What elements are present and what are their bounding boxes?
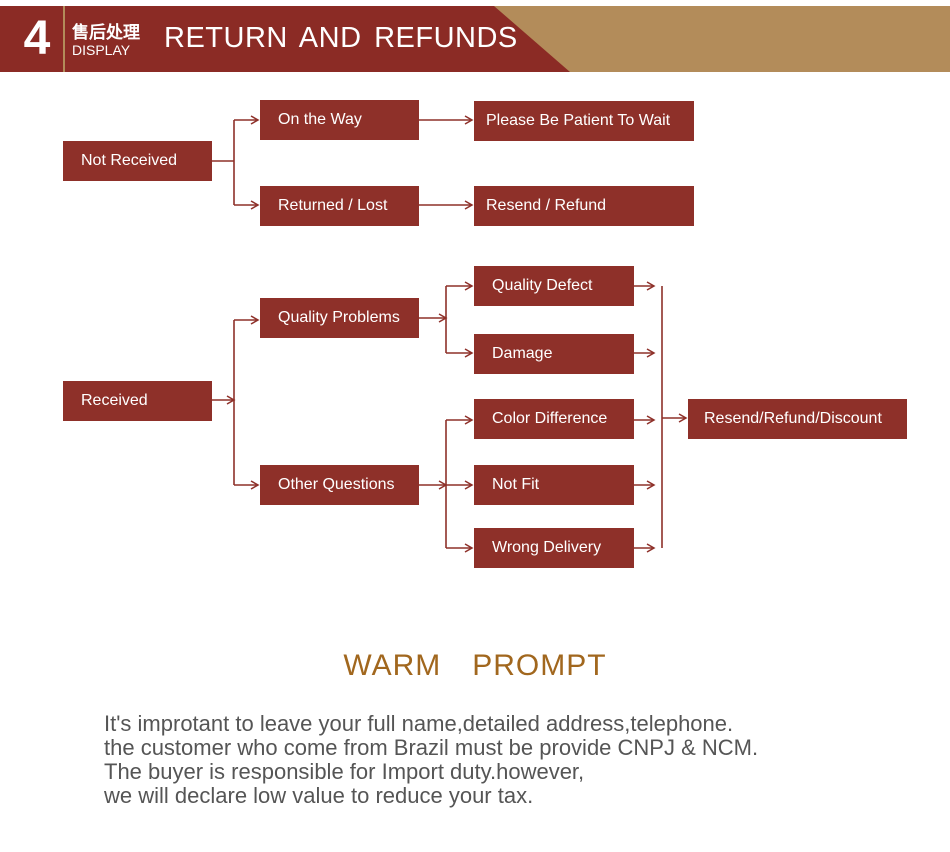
node-returned-lost: Returned / Lost bbox=[260, 186, 419, 226]
node-color-difference: Color Difference bbox=[474, 399, 634, 439]
node-not-received: Not Received bbox=[63, 141, 212, 181]
english-subtitle: DISPLAY bbox=[72, 42, 131, 58]
node-quality-problems: Quality Problems bbox=[260, 298, 419, 338]
node-received: Received bbox=[63, 381, 212, 421]
node-on-the-way: On the Way bbox=[260, 100, 419, 140]
node-not-fit: Not Fit bbox=[474, 465, 634, 505]
warm-prompt-text: It's improtant to leave your full name,d… bbox=[104, 712, 758, 808]
node-wrong-delivery: Wrong Delivery bbox=[474, 528, 634, 568]
prompt-line: The buyer is responsible for Import duty… bbox=[104, 759, 585, 784]
prompt-line: It's improtant to leave your full name,d… bbox=[104, 711, 734, 736]
page-title: RETURN AND REFUNDS bbox=[164, 22, 518, 54]
node-other-questions: Other Questions bbox=[260, 465, 419, 505]
prompt-line: the customer who come from Brazil must b… bbox=[104, 735, 759, 760]
prompt-line: we will declare low value to reduce your… bbox=[104, 783, 534, 808]
node-please-wait: Please Be Patient To Wait bbox=[474, 101, 694, 141]
node-quality-defect: Quality Defect bbox=[474, 266, 634, 306]
node-resend-refund: Resend / Refund bbox=[474, 186, 694, 226]
node-resend-refund-discount: Resend/Refund/Discount bbox=[688, 399, 907, 439]
chinese-title: 售后处理 bbox=[72, 23, 140, 43]
header-banner: 4 售后处理 DISPLAY RETURN AND REFUNDS bbox=[0, 6, 950, 72]
node-damage: Damage bbox=[474, 334, 634, 374]
warm-prompt-title: WARM PROMPT bbox=[343, 649, 607, 682]
banner-red-band bbox=[0, 6, 570, 72]
section-number: 4 bbox=[11, 6, 65, 72]
